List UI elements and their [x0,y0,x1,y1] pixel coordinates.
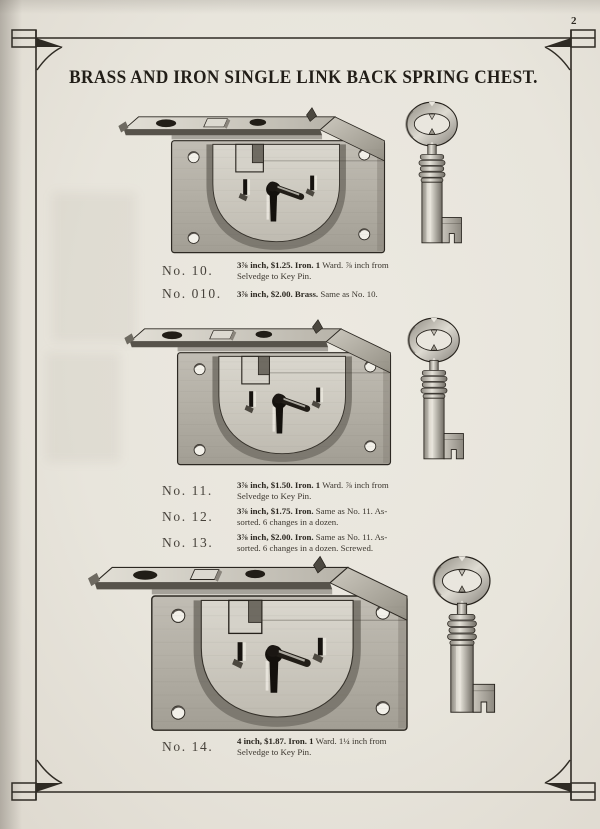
key-illustration-no-10 [394,98,470,258]
lock-illustration-no-10 [118,104,394,260]
product-text-section-1: No. 10. 3⅞ inch, $1.25. Iron. 1 Ward. ⅞ … [162,260,474,307]
product-description: 4 inch, $1.87. Iron. 1 Ward. 1¼ inch fro… [237,736,387,757]
product-description: 3⅞ inch, $1.75. Iron. Same as No. 11. As… [237,506,388,527]
product-row-no-13: No. 13. 3⅞ inch, $2.00. Iron. Same as No… [162,532,474,553]
product-row-no-11: No. 11. 3⅞ inch, $1.50. Iron. 1 Ward. ⅞ … [162,480,474,501]
product-row-no-12: No. 12. 3⅞ inch, $1.75. Iron. Same as No… [162,506,474,527]
product-row-no-010: No. 010. 3⅞ inch, $2.00. Brass. Same as … [162,286,474,302]
product-number: No. 14. [162,738,214,754]
product-number: No. 010. [162,286,222,301]
product-description: 3⅞ inch, $1.50. Iron. 1 Ward. ⅞ inch fro… [237,480,389,501]
key-illustration-no-14 [420,552,504,729]
product-row-no-10: No. 10. 3⅞ inch, $1.25. Iron. 1 Ward. ⅞ … [162,260,474,281]
page-number: 2 [571,15,577,27]
page-showthrough-ghost [52,192,136,342]
product-description: 3⅞ inch, $2.00. Iron. Same as No. 11. As… [237,532,388,553]
page-showthrough-ghost [46,352,120,462]
product-number: No. 12. [162,508,214,524]
product-description: 3⅞ inch, $1.25. Iron. 1 Ward. ⅞ inch fro… [237,260,389,281]
product-description: 3⅞ inch, $2.00. Brass. Same as No. 10. [237,288,378,299]
key-illustration-no-11 [396,314,472,474]
product-number: No. 11. [162,482,213,498]
product-number: No. 10. [162,262,214,278]
page-title: BRASS AND IRON SINGLE LINK BACK SPRING C… [69,68,538,89]
lock-illustration-no-14 [88,552,418,739]
product-text-section-2: No. 11. 3⅞ inch, $1.50. Iron. 1 Ward. ⅞ … [162,480,474,558]
product-number: No. 13. [162,534,214,550]
product-text-section-3: No. 14. 4 inch, $1.87. Iron. 1 Ward. 1¼ … [162,736,474,762]
lock-illustration-no-11 [124,316,400,472]
product-row-no-14: No. 14. 4 inch, $1.87. Iron. 1 Ward. 1¼ … [162,736,474,757]
